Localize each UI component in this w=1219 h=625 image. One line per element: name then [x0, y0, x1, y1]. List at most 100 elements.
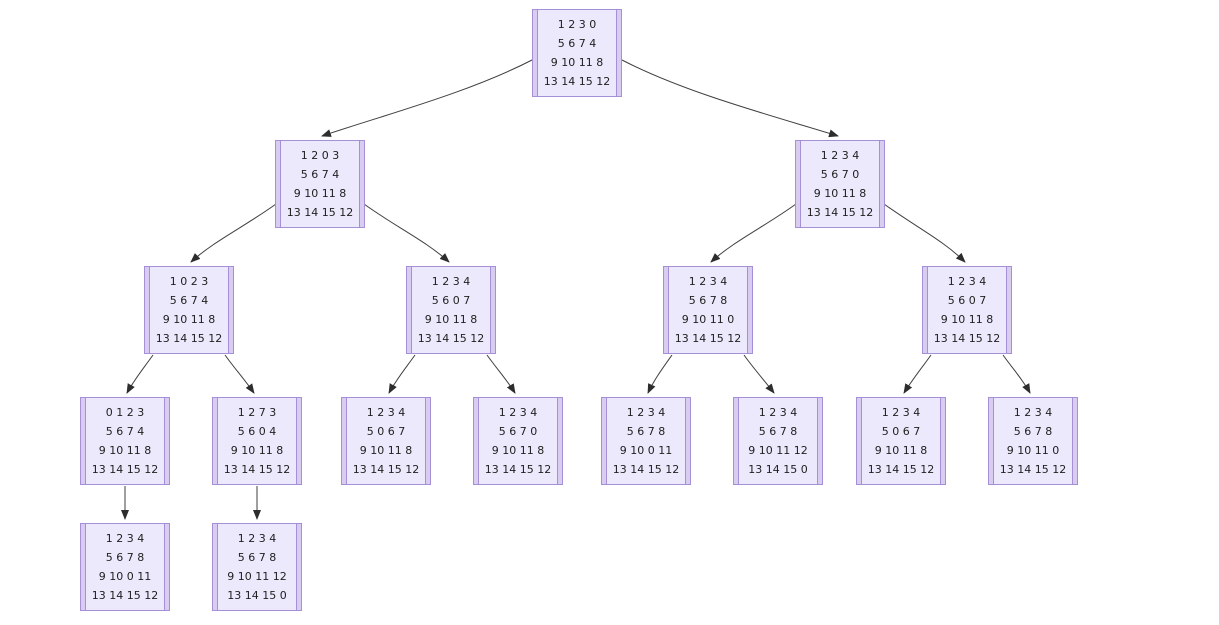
puzzle-row: 1 2 3 0 — [557, 18, 597, 31]
puzzle-row: 5 6 7 8 — [758, 425, 798, 438]
puzzle-grid: 1 0 2 3 5 6 7 4 9 10 11 8 13 14 15 12 — [149, 267, 229, 353]
edge-n6-n14 — [1002, 354, 1031, 394]
puzzle-row: 5 6 7 0 — [498, 425, 538, 438]
edge-n1-n3 — [190, 203, 277, 263]
edge-n1-n4 — [363, 203, 450, 263]
puzzle-grid: 1 2 3 4 5 6 7 8 9 10 11 12 13 14 15 0 — [738, 398, 818, 484]
puzzle-row: 5 6 7 8 — [688, 294, 728, 307]
edge-n6-n13 — [903, 354, 932, 394]
puzzle-node-n11: 1 2 3 4 5 6 7 8 9 10 0 11 13 14 15 12 — [601, 397, 691, 485]
edge-n2-n6 — [883, 203, 966, 263]
puzzle-row: 5 6 0 7 — [947, 294, 987, 307]
puzzle-row: 1 0 2 3 — [169, 275, 209, 288]
puzzle-row: 13 14 15 12 — [999, 463, 1067, 476]
puzzle-row: 1 2 0 3 — [300, 149, 340, 162]
puzzle-row: 5 6 7 0 — [820, 168, 860, 181]
puzzle-row: 5 6 7 4 — [300, 168, 340, 181]
puzzle-row: 9 10 11 8 — [550, 56, 604, 69]
puzzle-row: 9 10 11 8 — [293, 187, 347, 200]
puzzle-row: 1 2 3 4 — [1013, 406, 1053, 419]
puzzle-row: 9 10 11 8 — [424, 313, 478, 326]
puzzle-row: 13 14 15 12 — [806, 206, 874, 219]
puzzle-node-n10: 1 2 3 4 5 6 7 0 9 10 11 8 13 14 15 12 — [473, 397, 563, 485]
edge-n3-n8 — [224, 354, 255, 394]
edge-n4-n10 — [486, 354, 516, 394]
puzzle-row: 13 14 15 0 — [748, 463, 808, 476]
puzzle-row: 13 14 15 12 — [543, 75, 611, 88]
puzzle-row: 9 10 0 11 — [98, 570, 152, 583]
edge-n0-n1 — [321, 59, 533, 137]
puzzle-row: 9 10 11 8 — [230, 444, 284, 457]
puzzle-row: 5 6 0 7 — [431, 294, 471, 307]
puzzle-row: 1 2 3 4 — [947, 275, 987, 288]
puzzle-node-n6: 1 2 3 4 5 6 0 7 9 10 11 8 13 14 15 12 — [922, 266, 1012, 354]
puzzle-node-n3: 1 0 2 3 5 6 7 4 9 10 11 8 13 14 15 12 — [144, 266, 234, 354]
puzzle-node-n12: 1 2 3 4 5 6 7 8 9 10 11 12 13 14 15 0 — [733, 397, 823, 485]
puzzle-row: 1 2 7 3 — [237, 406, 277, 419]
puzzle-node-n13: 1 2 3 4 5 0 6 7 9 10 11 8 13 14 15 12 — [856, 397, 946, 485]
puzzle-row: 13 14 15 12 — [91, 589, 159, 602]
puzzle-row: 9 10 11 0 — [681, 313, 735, 326]
puzzle-grid: 1 2 7 3 5 6 0 4 9 10 11 8 13 14 15 12 — [217, 398, 297, 484]
puzzle-row: 9 10 11 8 — [940, 313, 994, 326]
puzzle-row: 1 2 3 4 — [431, 275, 471, 288]
edge-n4-n9 — [388, 354, 416, 394]
puzzle-node-n1: 1 2 0 3 5 6 7 4 9 10 11 8 13 14 15 12 — [275, 140, 365, 228]
edge-n5-n12 — [743, 354, 775, 394]
puzzle-node-n9: 1 2 3 4 5 0 6 7 9 10 11 8 13 14 15 12 — [341, 397, 431, 485]
puzzle-row: 13 14 15 12 — [155, 332, 223, 345]
puzzle-row: 1 2 3 4 — [237, 532, 277, 545]
edge-n0-n2 — [621, 59, 839, 138]
puzzle-row: 9 10 11 8 — [491, 444, 545, 457]
puzzle-row: 9 10 11 8 — [98, 444, 152, 457]
puzzle-node-n0: 1 2 3 0 5 6 7 4 9 10 11 8 13 14 15 12 — [532, 9, 622, 97]
puzzle-row: 9 10 11 8 — [162, 313, 216, 326]
puzzle-grid: 1 2 3 4 5 6 7 8 9 10 11 0 13 14 15 12 — [668, 267, 748, 353]
puzzle-row: 9 10 11 12 — [748, 444, 808, 457]
puzzle-row: 13 14 15 12 — [484, 463, 552, 476]
puzzle-row: 9 10 11 8 — [359, 444, 413, 457]
puzzle-grid: 1 2 3 4 5 0 6 7 9 10 11 8 13 14 15 12 — [346, 398, 426, 484]
puzzle-grid: 0 1 2 3 5 6 7 4 9 10 11 8 13 14 15 12 — [85, 398, 165, 484]
puzzle-row: 1 2 3 4 — [758, 406, 798, 419]
puzzle-row: 1 2 3 4 — [626, 406, 666, 419]
edge-n2-n5 — [710, 203, 797, 263]
puzzle-row: 5 6 0 4 — [237, 425, 277, 438]
puzzle-node-n15: 1 2 3 4 5 6 7 8 9 10 0 11 13 14 15 12 — [80, 523, 170, 611]
puzzle-row: 1 2 3 4 — [688, 275, 728, 288]
puzzle-row: 13 14 15 12 — [612, 463, 680, 476]
puzzle-row: 1 2 3 4 — [105, 532, 145, 545]
puzzle-row: 13 14 15 12 — [674, 332, 742, 345]
puzzle-row: 13 14 15 0 — [227, 589, 287, 602]
puzzle-row: 9 10 0 11 — [619, 444, 673, 457]
puzzle-row: 5 6 7 8 — [237, 551, 277, 564]
puzzle-row: 5 6 7 4 — [169, 294, 209, 307]
puzzle-row: 9 10 11 0 — [1006, 444, 1060, 457]
puzzle-row: 9 10 11 8 — [874, 444, 928, 457]
puzzle-node-n5: 1 2 3 4 5 6 7 8 9 10 11 0 13 14 15 12 — [663, 266, 753, 354]
edge-n3-n7 — [126, 354, 154, 394]
puzzle-row: 13 14 15 12 — [223, 463, 291, 476]
puzzle-node-n4: 1 2 3 4 5 6 0 7 9 10 11 8 13 14 15 12 — [406, 266, 496, 354]
puzzle-node-n7: 0 1 2 3 5 6 7 4 9 10 11 8 13 14 15 12 — [80, 397, 170, 485]
puzzle-node-n8: 1 2 7 3 5 6 0 4 9 10 11 8 13 14 15 12 — [212, 397, 302, 485]
puzzle-row: 13 14 15 12 — [91, 463, 159, 476]
puzzle-grid: 1 2 3 4 5 6 7 0 9 10 11 8 13 14 15 12 — [800, 141, 880, 227]
puzzle-grid: 1 2 0 3 5 6 7 4 9 10 11 8 13 14 15 12 — [280, 141, 360, 227]
puzzle-row: 5 0 6 7 — [881, 425, 921, 438]
puzzle-grid: 1 2 3 0 5 6 7 4 9 10 11 8 13 14 15 12 — [537, 10, 617, 96]
puzzle-row: 1 2 3 4 — [366, 406, 406, 419]
puzzle-node-n14: 1 2 3 4 5 6 7 8 9 10 11 0 13 14 15 12 — [988, 397, 1078, 485]
puzzle-grid: 1 2 3 4 5 6 7 0 9 10 11 8 13 14 15 12 — [478, 398, 558, 484]
puzzle-row: 5 0 6 7 — [366, 425, 406, 438]
puzzle-row: 1 2 3 4 — [820, 149, 860, 162]
puzzle-row: 5 6 7 8 — [626, 425, 666, 438]
puzzle-grid: 1 2 3 4 5 0 6 7 9 10 11 8 13 14 15 12 — [861, 398, 941, 484]
puzzle-row: 5 6 7 4 — [557, 37, 597, 50]
puzzle-row: 5 6 7 8 — [105, 551, 145, 564]
puzzle-row: 13 14 15 12 — [352, 463, 420, 476]
puzzle-grid: 1 2 3 4 5 6 7 8 9 10 11 0 13 14 15 12 — [993, 398, 1073, 484]
edge-n5-n11 — [647, 354, 673, 394]
